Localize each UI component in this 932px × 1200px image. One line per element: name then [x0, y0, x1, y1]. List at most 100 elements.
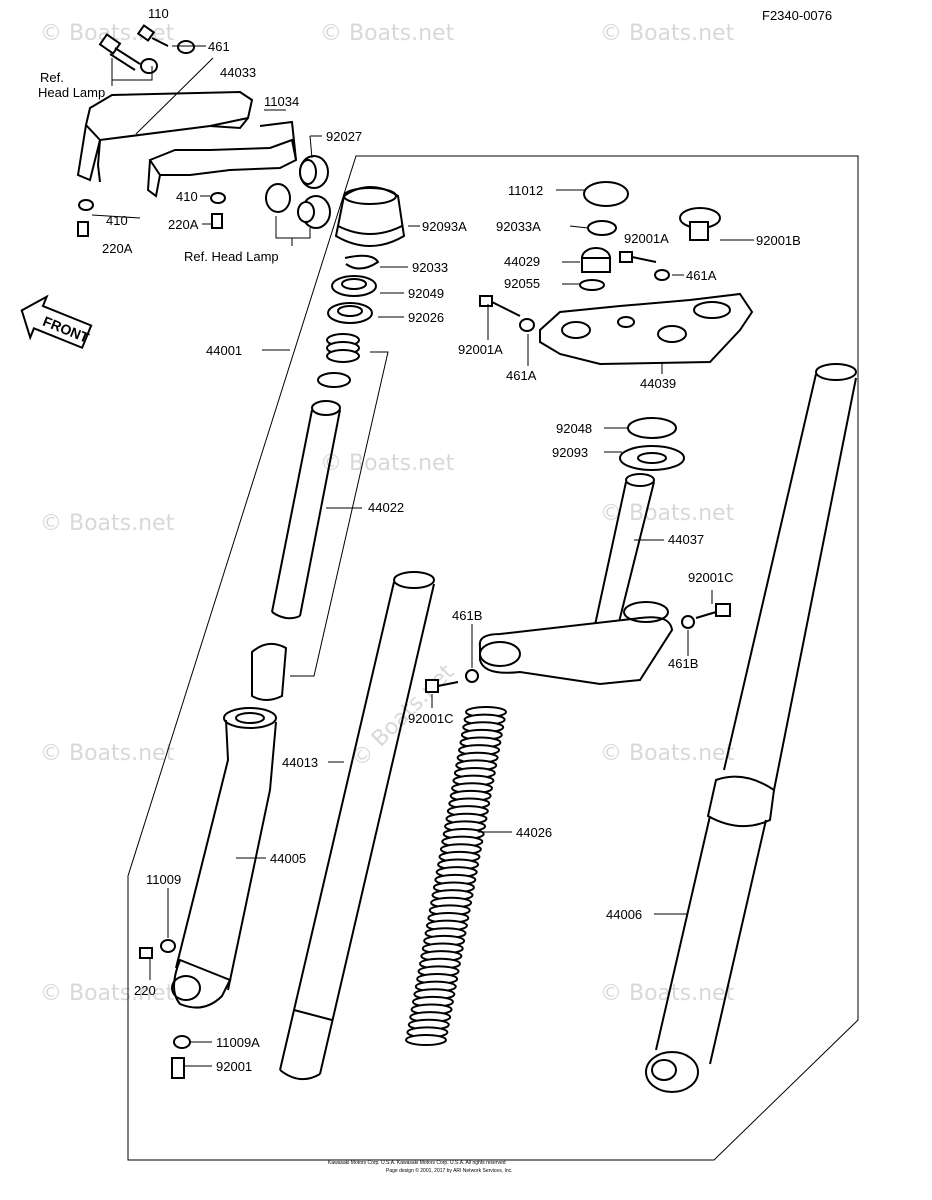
tube-44022 — [271, 400, 341, 620]
seal-92093 — [619, 445, 685, 471]
bolt-220 — [139, 947, 153, 959]
bolt-92001 — [171, 1057, 185, 1079]
ring-small — [317, 372, 351, 388]
ref-head-lamp-bottom: Ref. Head Lamp — [184, 249, 279, 264]
part-label: 110 — [148, 6, 169, 21]
cap-11012 — [583, 181, 629, 207]
part-label: 92048 — [556, 421, 592, 436]
part-label: 44006 — [606, 907, 642, 922]
watermark: © Boats.net — [320, 21, 455, 46]
part-label: 92033 — [412, 260, 448, 275]
bolt-220A — [211, 213, 223, 229]
part-label: 44033 — [220, 65, 256, 80]
ref-head-lamp-top: Ref.Head Lamp — [38, 70, 105, 100]
ref-head-lamp-line: Ref. — [40, 70, 64, 85]
part-label: 92001 — [216, 1059, 252, 1074]
bolt-92001C — [681, 603, 731, 629]
race-92048 — [627, 417, 677, 439]
part-label: 461A — [506, 368, 537, 383]
part-label: 92093 — [552, 445, 588, 460]
part-label: 92049 — [408, 286, 444, 301]
part-label: 92001C — [688, 570, 734, 585]
front-arrow-icon: FRONT — [20, 294, 93, 350]
bolt-92001C-left — [425, 679, 459, 693]
spring-44026 — [405, 706, 507, 1046]
part-label: 11009A — [216, 1035, 260, 1050]
part-label: 92001C — [408, 711, 454, 726]
short-spring — [326, 333, 360, 363]
part-label: 44037 — [668, 532, 704, 547]
part-label: 220 — [134, 983, 156, 998]
grommet-92027 — [299, 155, 329, 189]
assembly-outline — [127, 155, 859, 1161]
watermark: © Boats.net — [40, 511, 175, 536]
bridge-44039 — [539, 292, 754, 366]
part-label: 11009 — [146, 872, 181, 887]
dust-cover-92093A — [334, 186, 406, 247]
leader-lines — [91, 45, 754, 1067]
part-label: 44005 — [270, 851, 306, 866]
ref-head-lamp-line: Head Lamp — [38, 85, 105, 100]
stem-44037 — [478, 473, 674, 686]
part-label: 44022 — [368, 500, 404, 515]
washer-11009 — [160, 939, 176, 953]
outer-fork-44006 — [645, 363, 857, 1093]
part-label: 92027 — [326, 129, 362, 144]
watermark: © Boats.net — [600, 501, 735, 526]
part-label: 461B — [452, 608, 482, 623]
part-label: 11012 — [508, 183, 543, 198]
bolt-220A — [77, 221, 89, 237]
bolt-110 — [98, 24, 169, 71]
grommet-pair — [265, 183, 331, 229]
ring-92033 — [344, 254, 380, 270]
fork-top-parts — [251, 186, 406, 701]
spring-coil — [405, 1034, 447, 1046]
part-label: 44039 — [640, 376, 676, 391]
bracket-44033 — [76, 90, 254, 183]
watermark: © Boats.net — [600, 21, 735, 46]
collar — [140, 58, 158, 74]
head-lamp-bracket-group — [76, 24, 331, 237]
watermark: © Boats.net — [320, 451, 455, 476]
part-label: 11034 — [264, 94, 299, 109]
part-label: 92001B — [756, 233, 801, 248]
washer-410 — [210, 192, 226, 204]
outer-fork-44005 — [171, 707, 277, 1009]
washer-410 — [78, 199, 94, 211]
part-label: 220A — [102, 241, 133, 256]
watermark: © Boats.net — [40, 981, 175, 1006]
watermark: © Boats.net — [600, 741, 735, 766]
footer-line: Kawasaki Motors Corp. U.S.A. Kawasaki Mo… — [328, 1160, 506, 1166]
figure-code: F2340-0076 — [762, 8, 832, 23]
top-bridge-group — [425, 181, 754, 693]
oring-92055 — [579, 279, 605, 291]
inner-tube-44013 — [279, 571, 435, 1081]
cap-44029 — [581, 247, 611, 273]
footer-line: Page design © 2001, 2017 by ARI Network … — [386, 1167, 513, 1174]
part-label: 410 — [176, 189, 198, 204]
watermark: © Boats.net — [40, 741, 175, 766]
part-label: 44026 — [516, 825, 552, 840]
bolt-92001B — [679, 207, 721, 241]
part-label: 44001 — [206, 343, 242, 358]
bolt-92001A-left — [479, 295, 535, 332]
part-label: 92033A — [496, 219, 541, 234]
washer-461 — [177, 40, 195, 54]
part-label: 92055 — [504, 276, 540, 291]
part-label: 92001A — [624, 231, 669, 246]
bracket-11034 — [146, 120, 298, 198]
bolt-92001A — [619, 251, 670, 281]
part-label: 44013 — [282, 755, 318, 770]
part-label: 410 — [106, 213, 128, 228]
part-label: 220A — [168, 217, 199, 232]
part-label: 92093A — [422, 219, 467, 234]
collar-lower — [251, 642, 288, 701]
part-label: 92001A — [458, 342, 503, 357]
part-label: 461B — [668, 656, 698, 671]
washer-461B — [465, 669, 479, 683]
part-label: 461 — [208, 39, 230, 54]
part-label: 44029 — [504, 254, 540, 269]
part-label: 461A — [686, 268, 717, 283]
